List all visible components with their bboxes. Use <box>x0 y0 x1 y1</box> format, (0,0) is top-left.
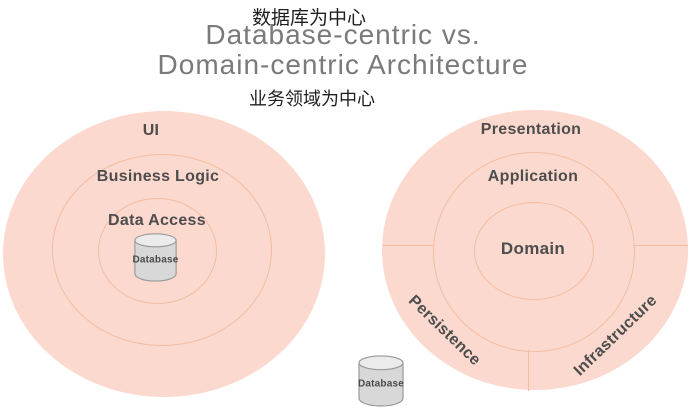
sector-divider-right <box>633 245 688 246</box>
chinese-label-domain-centric: 业务领域为中心 <box>249 89 375 110</box>
layer-label-application: Application <box>487 168 579 185</box>
layer-label-data-access: Data Access <box>108 212 206 229</box>
database-cylinder-icon <box>358 355 404 407</box>
left-inner-ring-data-access <box>98 198 217 304</box>
sector-divider-bottom <box>528 350 529 391</box>
database-cylinder-icon <box>134 233 177 282</box>
layer-label-domain: Domain <box>500 239 566 258</box>
left-middle-ring-business-logic <box>52 154 272 346</box>
chinese-label-database-centric: 数据库为中心 <box>251 7 367 29</box>
layer-label-presentation: Presentation <box>480 121 582 138</box>
page-title-line2: Domain-centric Architecture <box>157 49 529 80</box>
database-cylinder-center: Database <box>132 232 179 282</box>
right-middle-ring-application <box>433 152 635 352</box>
database-label: Database <box>132 254 179 266</box>
right-inner-ring-domain <box>474 202 594 300</box>
sector-divider-left <box>383 245 433 246</box>
page-title-line1: Database-centric vs. <box>205 19 481 50</box>
database-cylinder-external: Database <box>357 354 405 407</box>
layer-label-business-logic: Business Logic <box>96 168 220 185</box>
layer-label-ui: UI <box>142 122 160 139</box>
database-label: Database <box>357 378 405 390</box>
page-title: Database-centric vs. Domain-centric Arch… <box>158 20 529 80</box>
